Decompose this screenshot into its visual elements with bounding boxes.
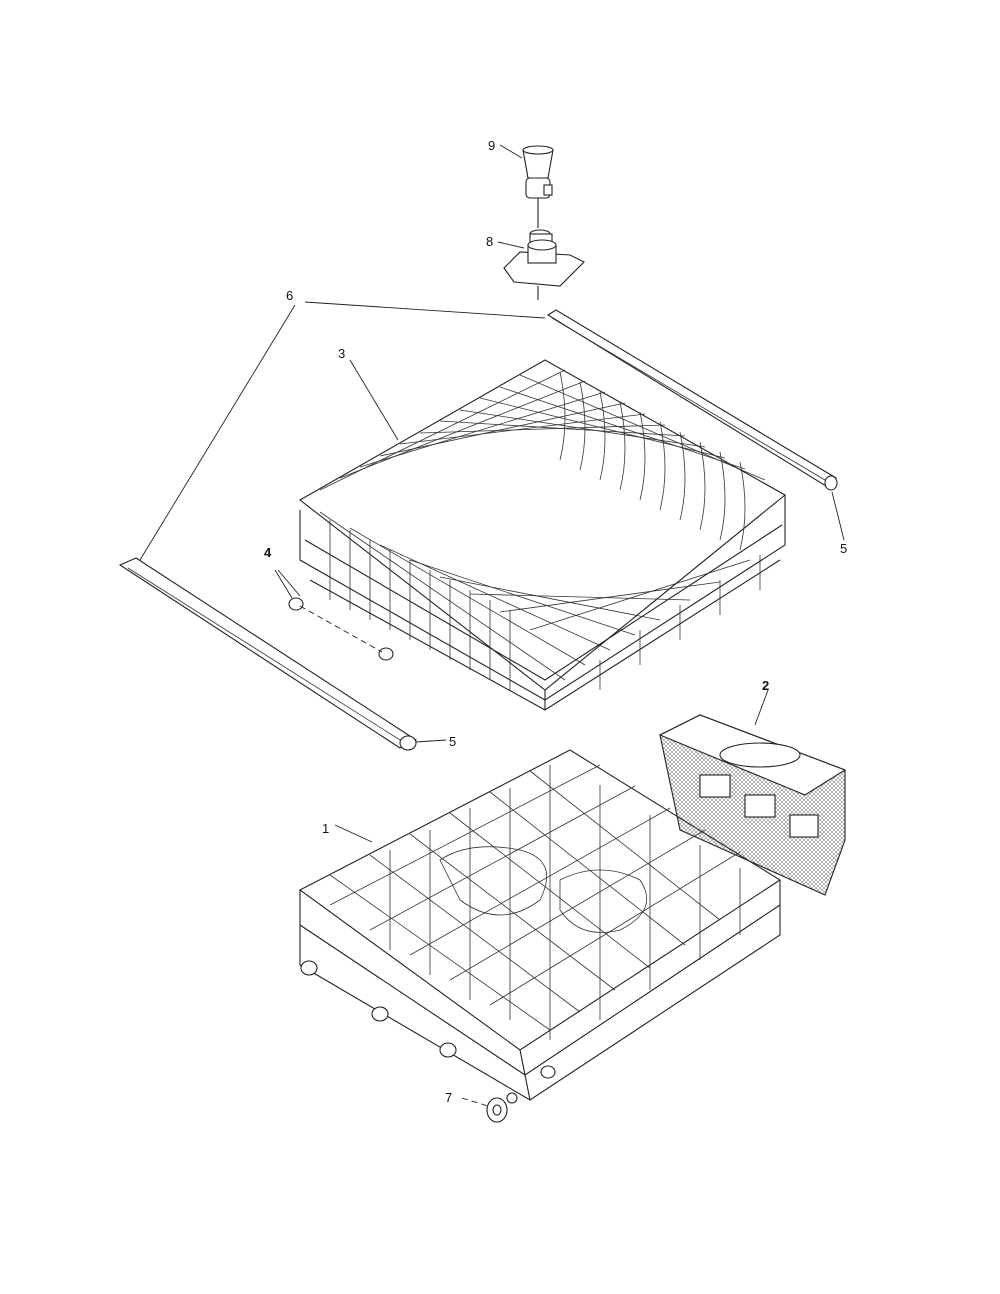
callout-5-left: 5 (449, 734, 456, 749)
callout-4: 4 (264, 545, 272, 560)
callout-1: 1 (322, 821, 329, 836)
callout-6: 6 (286, 288, 293, 303)
part-4-rack-rollers (274, 569, 394, 661)
callout-9: 9 (488, 138, 495, 153)
callout-7: 7 (445, 1090, 452, 1105)
part-7-wheel (461, 1092, 518, 1123)
part-1-lower-rack (298, 749, 782, 1101)
callout-5-right: 5 (840, 541, 847, 556)
part-3-upper-rack (299, 359, 786, 711)
part-5-end-caps (415, 491, 845, 743)
part-6-rails (118, 301, 838, 751)
callout-2: 2 (762, 678, 769, 693)
callout-3: 3 (338, 346, 345, 361)
callout-8: 8 (486, 234, 493, 249)
part-2-silverware-basket (658, 689, 847, 896)
part-8-spray-mount (497, 212, 585, 300)
part-9-nozzle (499, 144, 554, 212)
